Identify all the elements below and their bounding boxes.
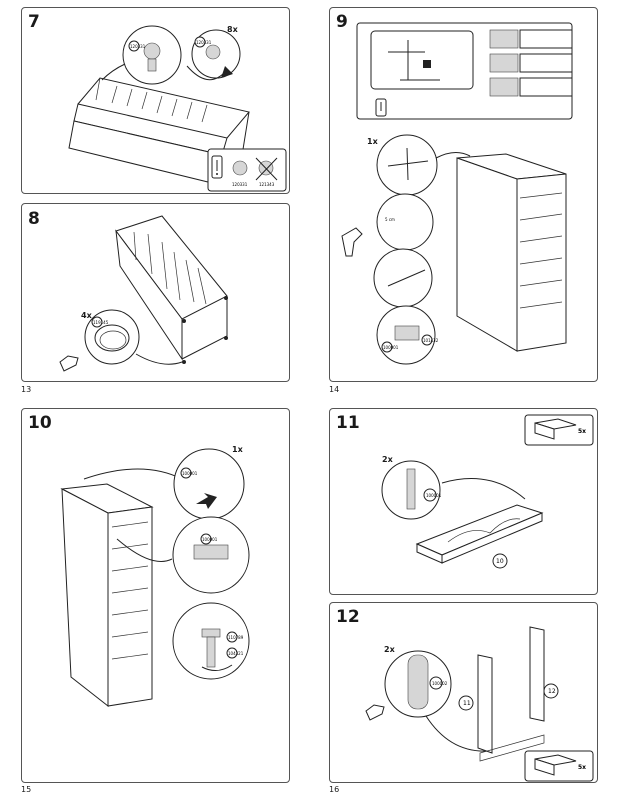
part-badge: 11 (463, 700, 471, 707)
hand-icon (365, 704, 385, 721)
part-code: 119145 (93, 320, 109, 325)
quantity-label: 2x (382, 455, 393, 464)
step-7-panel: 7 8x 120331 120331 120331 12134 (21, 7, 290, 194)
part-code: 100001 (383, 345, 399, 350)
quantity-label: 1x (367, 137, 378, 146)
info-code: 121343 (259, 182, 275, 187)
hand-icon (59, 355, 79, 372)
step-10-illustration: 100001 100001 110789 104321 (60, 448, 250, 708)
quantity-label: 8x (227, 25, 238, 34)
page-number: 13 (21, 385, 32, 394)
part-code: 110789 (228, 635, 244, 640)
step-7-illustration: 120331 120331 120331 121343 (68, 25, 287, 192)
part-badge: 12 (548, 688, 556, 695)
step-12-illustration: 100002 11 12 5x (365, 626, 594, 782)
quantity-label: 4x (81, 311, 92, 320)
part-code: 100002 (432, 681, 448, 686)
step-8-illustration: 119145 (59, 215, 228, 372)
part-code: 104321 (228, 651, 244, 656)
quantity-label: 1x (232, 445, 243, 454)
step-11-panel: 11 2x 5x 100001 10 (329, 408, 598, 595)
part-code: 100001 (182, 471, 198, 476)
quantity-label: 2x (384, 645, 395, 654)
step-number: 9 (336, 12, 348, 32)
step-9-panel: 9 1x 5 cm 100001 101432 (329, 7, 598, 382)
drawer-quantity: 5x (578, 764, 586, 771)
step-8-panel: 8 4x 119145 (21, 203, 290, 382)
step-number: 8 (28, 209, 40, 229)
part-code: 120331 (196, 40, 212, 45)
page-number: 16 (329, 785, 340, 794)
step-number: 10 (28, 413, 52, 433)
part-code: 100001 (202, 537, 218, 542)
page-number: 14 (329, 385, 340, 394)
part-code: 100001 (426, 493, 442, 498)
wall-distance: 5 cm (385, 217, 395, 222)
step-11-illustration: 5x 100001 10 (381, 414, 594, 569)
step-10-panel: 10 1x 100001 100001 110789 104321 (21, 408, 290, 783)
step-number: 7 (28, 12, 40, 32)
drill-icon (341, 227, 363, 257)
step-number: 12 (336, 607, 360, 627)
info-code: 120331 (232, 182, 248, 187)
page-number: 15 (21, 785, 32, 794)
step-12-panel: 12 2x 100002 11 12 5x (329, 602, 598, 783)
part-badge: 10 (496, 558, 504, 565)
drawer-quantity: 5x (578, 428, 586, 435)
step-number: 11 (336, 413, 360, 433)
step-9-illustration: 5 cm 100001 101432 (341, 22, 573, 365)
part-code: 101432 (423, 338, 439, 343)
part-code: 120331 (130, 44, 146, 49)
